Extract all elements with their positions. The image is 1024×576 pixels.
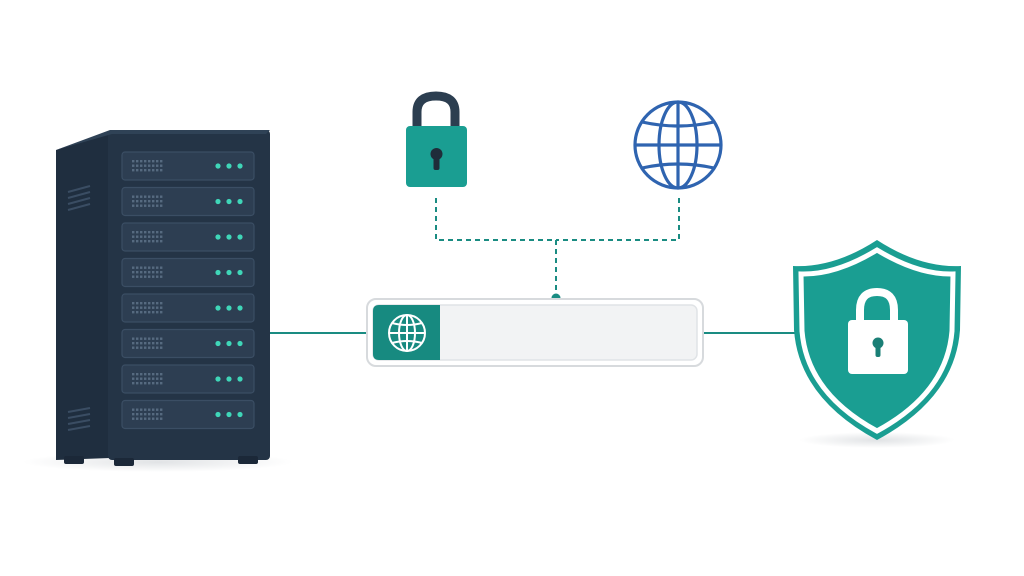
server-unit-panel	[121, 151, 255, 181]
padlock-keyhole-slot	[433, 156, 440, 170]
server-unit	[121, 399, 255, 430]
server-unit-panel	[121, 186, 255, 217]
server-status-led	[215, 269, 221, 276]
shield-lock-shackle	[856, 287, 898, 322]
padlock-shackle	[412, 91, 460, 128]
shield-lock-icon	[793, 240, 961, 448]
shield-inner-border	[798, 247, 956, 434]
server-unit	[121, 293, 255, 323]
server-unit-panel	[121, 399, 255, 430]
server-status-led	[237, 234, 243, 240]
server-foot	[64, 456, 84, 464]
padlock-keyhole	[430, 148, 443, 160]
server-unit-panel	[121, 257, 255, 288]
server-unit-vent	[132, 160, 163, 172]
server-unit	[121, 151, 255, 181]
server-unit-vent	[132, 231, 163, 243]
server-status-led	[237, 376, 243, 382]
server-status-led	[226, 198, 232, 205]
server-status-led	[226, 163, 232, 169]
server-unit-vent	[132, 337, 163, 349]
shield-lock-keyhole-slot	[875, 345, 881, 357]
server-unit-panel	[121, 293, 255, 323]
server-status-led	[215, 340, 221, 347]
server-status-led	[237, 340, 243, 347]
server-status-led	[226, 305, 232, 311]
server-unit-panel	[121, 364, 255, 394]
server-unit-vent	[132, 373, 163, 385]
server-status-led	[237, 269, 243, 276]
server-status-led	[237, 163, 243, 169]
padlock-icon	[406, 91, 467, 187]
shield-lock-keyhole	[872, 337, 884, 349]
server-status-led	[215, 234, 221, 240]
server-side-panel	[56, 132, 110, 460]
server-top	[56, 130, 270, 150]
server-unit-vent	[132, 302, 163, 314]
server-status-led	[237, 198, 243, 205]
server-foot	[238, 456, 258, 464]
server-foot	[114, 458, 134, 466]
padlock-dashed-connector	[435, 198, 556, 241]
server-unit-panel	[121, 328, 255, 359]
server-unit-vent	[132, 195, 163, 207]
server-status-led	[226, 340, 232, 347]
globe-dashed-connector	[556, 198, 680, 241]
server-status-led	[226, 234, 232, 240]
server-unit-vent	[132, 408, 163, 420]
server-slots	[121, 151, 255, 430]
server-status-led	[215, 198, 221, 205]
server-unit	[121, 328, 255, 359]
server-rack-icon	[23, 130, 293, 472]
server-status-led	[226, 411, 232, 418]
address-bar-globe-icon	[388, 314, 426, 352]
server-status-led	[237, 305, 243, 311]
server-status-led	[215, 163, 221, 169]
server-status-led	[215, 305, 221, 311]
server-side-vents	[67, 185, 91, 431]
server-unit	[121, 186, 255, 217]
server-unit	[121, 222, 255, 252]
server-unit-panel	[121, 222, 255, 252]
globe-icon	[633, 100, 723, 190]
server-unit	[121, 364, 255, 394]
server-status-led	[237, 411, 243, 418]
server-status-led	[226, 269, 232, 276]
server-status-led	[226, 376, 232, 382]
address-bar[interactable]	[366, 298, 704, 367]
server-status-led	[215, 411, 221, 418]
server-unit-vent	[132, 266, 163, 278]
server-unit	[121, 257, 255, 288]
server-status-led	[215, 376, 221, 382]
